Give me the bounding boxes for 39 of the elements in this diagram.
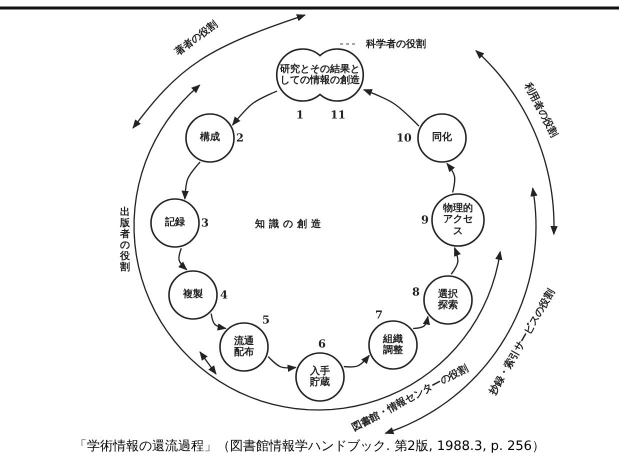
step-number: 5 (262, 314, 270, 326)
role-label: 著者の役割 (172, 18, 220, 59)
step-number: 7 (375, 308, 383, 322)
step-number: 2 (236, 132, 244, 144)
arrow (268, 356, 297, 372)
center-label: 知識の創造 (255, 218, 325, 231)
step-number: 8 (412, 286, 420, 298)
step-number: 6 (318, 338, 326, 350)
caption: 「学術情報の還流過程」（図書館情報学ハンドブック. 第2版, 1988.3, p. 256） (73, 438, 546, 455)
arrow (446, 162, 456, 193)
step-number: 11 (330, 108, 346, 122)
arrow (178, 248, 188, 270)
node-text: 入手貯蔵 (308, 366, 331, 388)
node-text: 物理的アクセス (442, 202, 474, 238)
node-text: 研究とその結果としての情報の創造 (279, 64, 361, 86)
step-number: 10 (396, 132, 412, 144)
step-number: 4 (220, 288, 228, 302)
arrow (344, 354, 370, 368)
arrow (182, 162, 201, 200)
node-text: 組織調整 (382, 334, 404, 356)
node-text: 同化 (431, 132, 453, 144)
arrow (413, 316, 430, 330)
arrow (362, 89, 420, 127)
node-text: 流通配布 (233, 336, 255, 358)
role-label: 図書館・情報センターの役割 (349, 362, 471, 435)
node-text: 選択探索 (436, 288, 459, 312)
role-label: 抄録・索引サービスの役割 (486, 286, 558, 398)
arrow (210, 313, 227, 330)
step-number: 1 (296, 108, 304, 122)
role-label: 出版者の役割 (120, 207, 130, 273)
role-label: 利用者の役割 (520, 80, 560, 140)
node-text: 複製 (182, 289, 204, 301)
step-number: 9 (421, 214, 429, 226)
step-number: 3 (201, 216, 209, 230)
node-text: 構成 (198, 132, 221, 144)
node-text: 記録 (164, 217, 186, 229)
role-label: 科学者の役割 (366, 38, 426, 51)
arrow (232, 90, 278, 126)
arrow (450, 246, 461, 275)
